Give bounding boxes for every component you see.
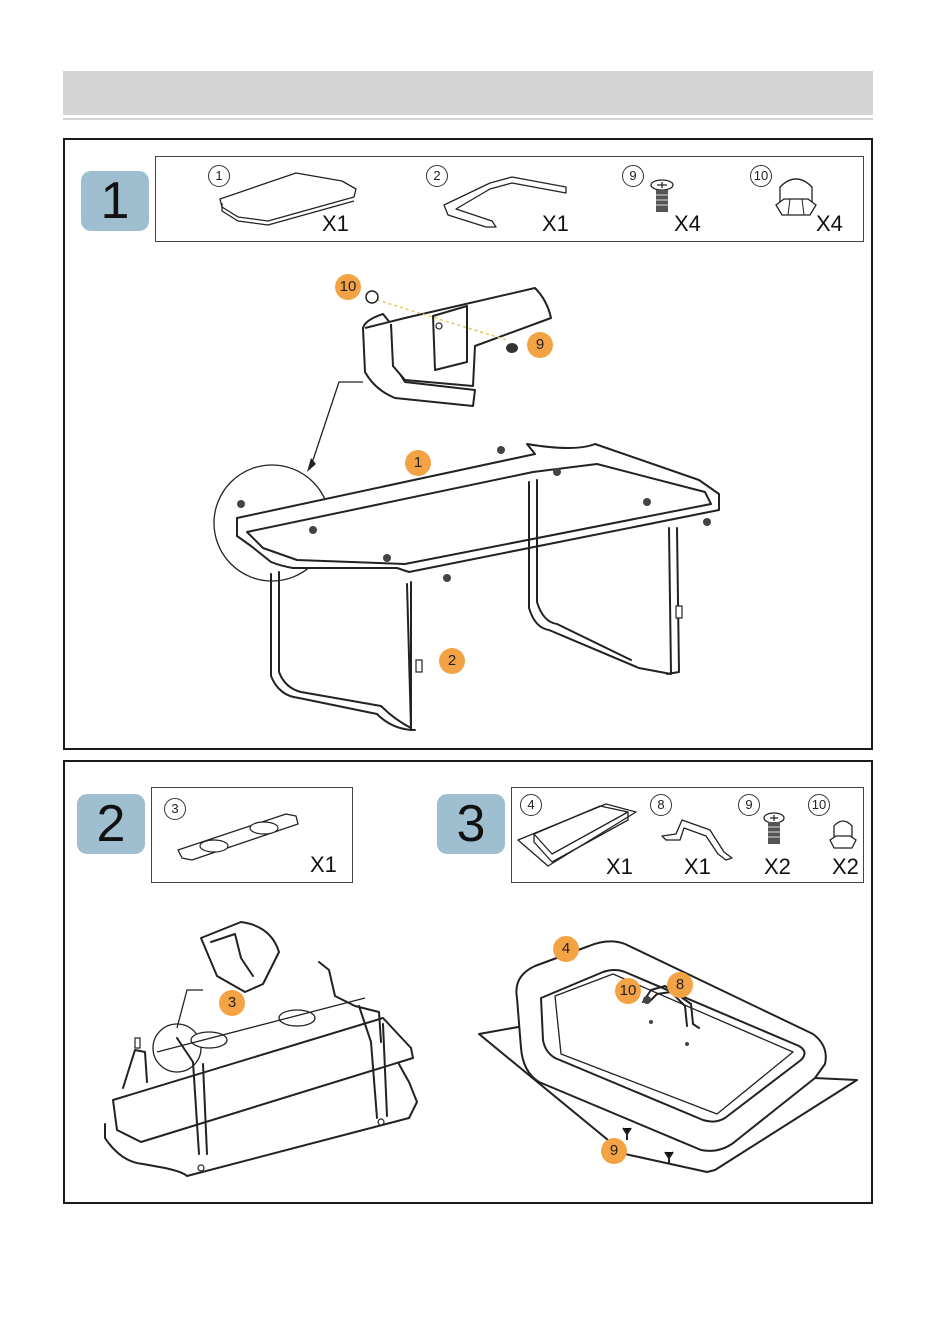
header-bar: [63, 71, 873, 115]
header-rule: [63, 118, 873, 120]
step-2-3-panel: 2 3 3 X1 4 X1 8 X1 9 X2 10: [63, 760, 873, 1204]
callout-1-frame: 1: [405, 450, 431, 476]
step-1-panel: 1 1 X1 2 X1 9 X4 10 X4: [63, 138, 873, 750]
callout-4-lid: 4: [553, 936, 579, 962]
step-1-assembly-drawing: [65, 140, 871, 748]
callout-2-leg: 2: [439, 648, 465, 674]
callout-9-screw: 9: [527, 332, 553, 358]
callout-8-handle: 8: [667, 972, 693, 998]
callout-9-screw-step3: 9: [601, 1138, 627, 1164]
callout-10-nut-step3: 10: [615, 978, 641, 1004]
callout-10-nut: 10: [335, 274, 361, 300]
step-3-assembly-drawing: [65, 762, 871, 1202]
